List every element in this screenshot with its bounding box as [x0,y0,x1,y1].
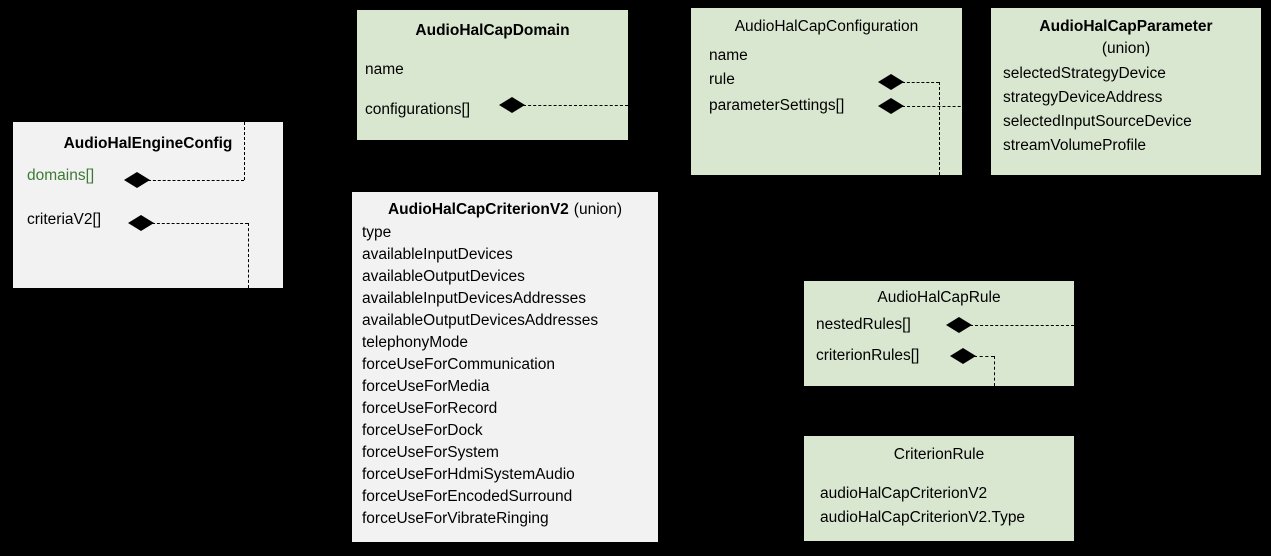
field-type: type [362,224,392,241]
class-box-audio-hal-cap-domain[interactable]: AudioHalCapDomain name configurations[] [357,10,628,140]
class-box-criterion-rule[interactable]: CriterionRule audioHalCapCriterionV2 aud… [804,436,1074,541]
field-name-configuration: name [709,47,748,64]
field-force-use-for-encoded-surround: forceUseForEncodedSurround [362,488,573,505]
field-telephony-mode: telephonyMode [362,334,468,351]
field-criterion-rules: criterionRules[] [816,347,920,364]
class-subtitle-audio-hal-cap-parameter: (union) [1101,39,1151,57]
class-box-audio-hal-cap-criterion-v2[interactable]: AudioHalCapCriterionV2(union) type avail… [352,192,658,542]
connector-configurations-horizontal [523,105,628,106]
field-available-output-devices: availableOutputDevices [362,268,525,285]
class-box-audio-hal-cap-parameter[interactable]: AudioHalCapParameter (union) selectedStr… [991,8,1261,175]
field-configurations: configurations[] [365,101,471,118]
connector-domains-horizontal [148,180,244,181]
field-audio-hal-cap-criterion-v2: audioHalCapCriterionV2 [820,485,988,502]
field-name-domain: name [365,61,404,78]
field-strategy-device-address: strategyDeviceAddress [1003,89,1163,106]
field-force-use-for-dock: forceUseForDock [362,422,483,439]
class-title-audio-hal-cap-rule: AudioHalCapRule [877,289,1001,306]
class-title-audio-hal-engine-config: AudioHalEngineConfig [63,135,233,152]
field-force-use-for-system: forceUseForSystem [362,444,499,461]
connector-criterion-rules-horizontal [974,356,994,357]
connector-domains-vertical [244,122,245,180]
field-available-output-devices-addresses: availableOutputDevicesAddresses [362,312,599,329]
field-force-use-for-hdmi-system-audio: forceUseForHdmiSystemAudio [362,466,575,483]
field-rule: rule [709,71,735,88]
class-title-audio-hal-cap-parameter: AudioHalCapParameter [1039,18,1213,35]
class-union-tag: (union) [573,201,623,218]
field-criteria-v2: criteriaV2[] [27,211,102,228]
class-title-criterion-rule: CriterionRule [893,446,985,463]
field-nested-rules: nestedRules[] [816,316,911,333]
connector-criterion-rules-vertical [994,356,995,386]
class-title-audio-hal-cap-criterion-v2: AudioHalCapCriterionV2(union) [352,192,658,218]
connector-rule-vertical [939,82,940,175]
field-available-input-devices: availableInputDevices [362,246,513,263]
field-stream-volume-profile: streamVolumeProfile [1003,137,1147,154]
field-selected-strategy-device: selectedStrategyDevice [1003,65,1166,82]
class-title-text: AudioHalCapCriterionV2 [387,201,569,218]
field-domains: domains[] [27,167,95,184]
connector-nested-rules-horizontal [970,325,1074,326]
field-list-criterion-v2: type availableInputDevices availableOutp… [362,225,598,533]
field-available-input-devices-addresses: availableInputDevicesAddresses [362,290,587,307]
field-force-use-for-vibrate-ringing: forceUseForVibrateRinging [362,510,549,527]
connector-criteria-vertical [248,223,249,288]
field-audio-hal-cap-criterion-v2-type: audioHalCapCriterionV2.Type [820,509,1026,526]
class-box-audio-hal-cap-configuration[interactable]: AudioHalCapConfiguration name rule param… [691,8,962,175]
field-parameter-settings: parameterSettings[] [709,97,845,114]
field-force-use-for-record: forceUseForRecord [362,400,498,417]
field-force-use-for-media: forceUseForMedia [362,378,490,395]
connector-criteria-horizontal [152,223,248,224]
field-force-use-for-communication: forceUseForCommunication [362,356,555,373]
connector-rule-horizontal [902,82,939,83]
field-selected-input-source-device: selectedInputSourceDevice [1003,113,1192,130]
connector-parameter-settings-horizontal [902,106,991,107]
class-title-audio-hal-cap-configuration: AudioHalCapConfiguration [734,18,919,35]
class-box-audio-hal-cap-rule[interactable]: AudioHalCapRule nestedRules[] criterionR… [804,281,1074,386]
class-box-audio-hal-engine-config[interactable]: AudioHalEngineConfig domains[] criteriaV… [13,122,283,288]
class-title-audio-hal-cap-domain: AudioHalCapDomain [415,22,570,39]
